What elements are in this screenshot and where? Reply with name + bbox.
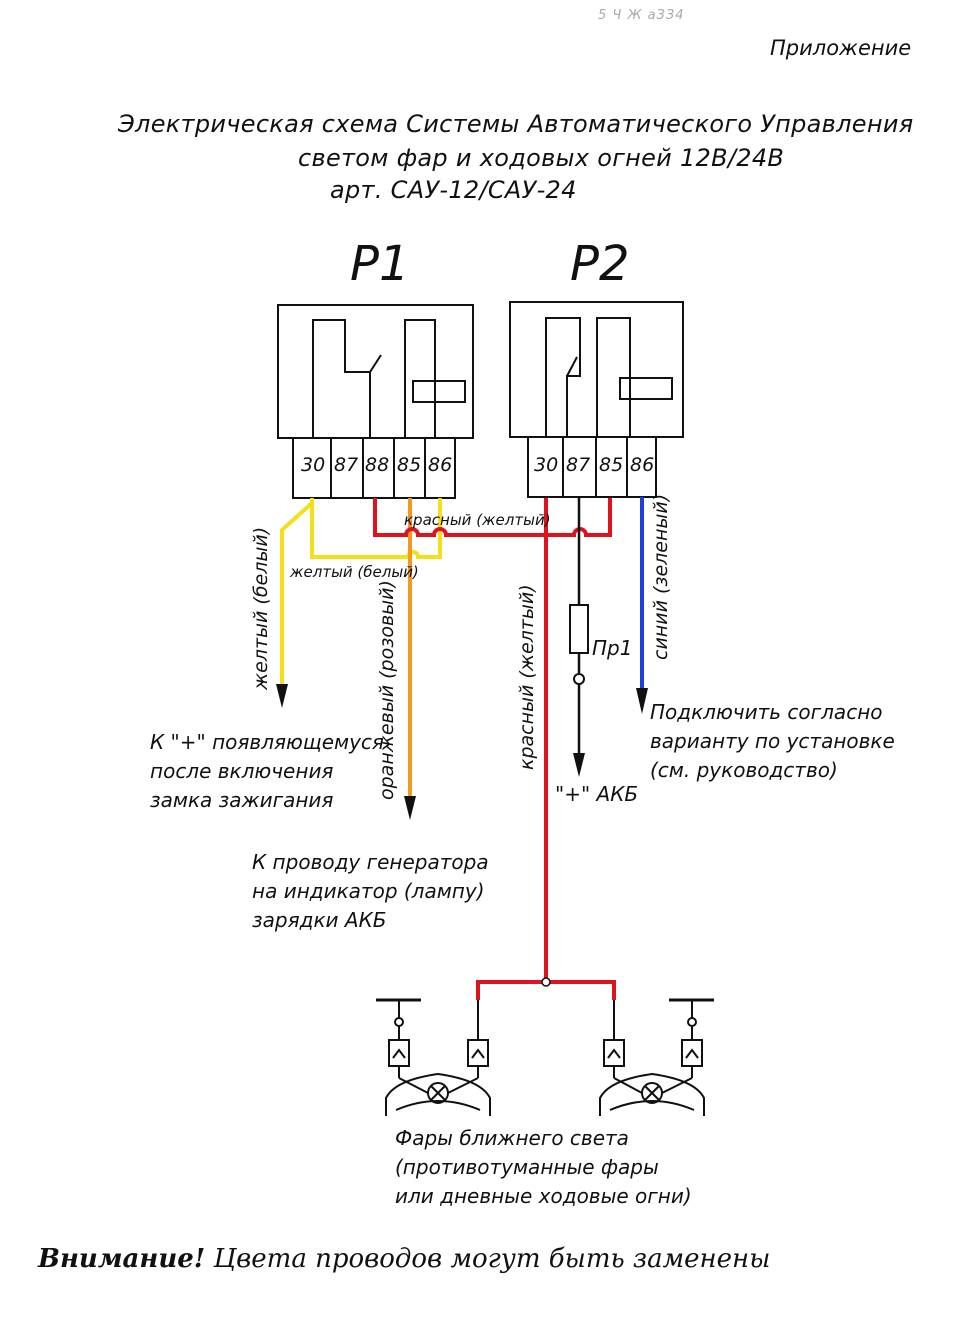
lamps-caption: Фары ближнего света (противотуманные фар… [395, 1124, 692, 1211]
relay-p1-label: Р1 [350, 236, 410, 292]
arrow-battery [573, 753, 585, 777]
lamps-caption-line-2: (противотуманные фары [395, 1155, 659, 1179]
dest-ignition: К "+" появляющемуся после включения замк… [150, 728, 384, 815]
dest-connect-line-1: Подключить согласно [650, 700, 883, 724]
arrow-generator [404, 796, 416, 820]
warning-note: Внимание! Цвета проводов могут быть заме… [38, 1244, 770, 1274]
wire-label-red-vertical: красный (желтый) [516, 584, 538, 770]
wire-label-red-horizontal: красный (желтый) [404, 511, 551, 529]
title-line-3: арт. САУ-12/САУ-24 [330, 176, 577, 204]
dest-connect-line-2: варианту по установке [650, 729, 895, 753]
arrow-ignition [276, 684, 288, 708]
red-wire [373, 498, 616, 1000]
wire-label-blue-vertical: синий (зеленый) [650, 493, 672, 660]
appendix-label: Приложение [770, 36, 912, 60]
warning-text: Цвета проводов могут быть заменены [205, 1244, 771, 1274]
headlight-left [376, 998, 491, 1116]
wire-label-yellow-vertical: желтый (белый) [250, 526, 272, 690]
black-fuse-wire [569, 497, 589, 755]
dest-connect: Подключить согласно варианту по установк… [650, 698, 895, 785]
wire-label-yellow-horizontal: желтый (белый) [290, 563, 419, 581]
dest-generator-line-2: на индикатор (лампу) [252, 879, 485, 903]
scan-mark: 5 Ч Ж аЗЗ4 [598, 8, 685, 23]
lamps-caption-line-1: Фары ближнего света [395, 1126, 629, 1150]
dest-ignition-line-3: замка зажигания [150, 788, 334, 812]
dest-generator-line-3: зарядки АКБ [252, 908, 387, 932]
title-line-2: светом фар и ходовых огней 12В/24В [298, 144, 785, 172]
arrow-connect [636, 688, 648, 714]
dest-battery: "+" АКБ [555, 782, 639, 806]
p1-pin-86: 86 [428, 454, 453, 476]
relay-p2-label: Р2 [570, 236, 630, 292]
dest-ignition-line-1: К "+" появляющемуся [150, 730, 384, 754]
lamps-caption-line-3: или дневные ходовые огни) [395, 1184, 692, 1208]
p1-pin-30: 30 [301, 454, 326, 476]
p1-pin-88: 88 [365, 454, 390, 476]
dest-generator: К проводу генератора на индикатор (лампу… [252, 848, 489, 935]
title-line-1: Электрическая схема Системы Автоматическ… [118, 110, 914, 138]
fuse-label: Пр1 [592, 636, 633, 660]
p2-pin-30: 30 [534, 454, 559, 476]
warning-bold: Внимание! [38, 1244, 206, 1274]
junction-dot [541, 977, 551, 987]
p1-pin-87: 87 [334, 454, 359, 476]
p2-pin-87: 87 [566, 454, 591, 476]
relay-p2-body [509, 301, 684, 498]
dest-generator-line-1: К проводу генератора [252, 850, 489, 874]
headlight-right [599, 998, 714, 1116]
relay-p1-body [277, 304, 474, 499]
p2-pin-85: 85 [599, 454, 624, 476]
p1-pin-85: 85 [397, 454, 422, 476]
p2-pin-86: 86 [630, 454, 655, 476]
dest-connect-line-3: (см. руководство) [650, 758, 838, 782]
dest-ignition-line-2: после включения [150, 759, 334, 783]
